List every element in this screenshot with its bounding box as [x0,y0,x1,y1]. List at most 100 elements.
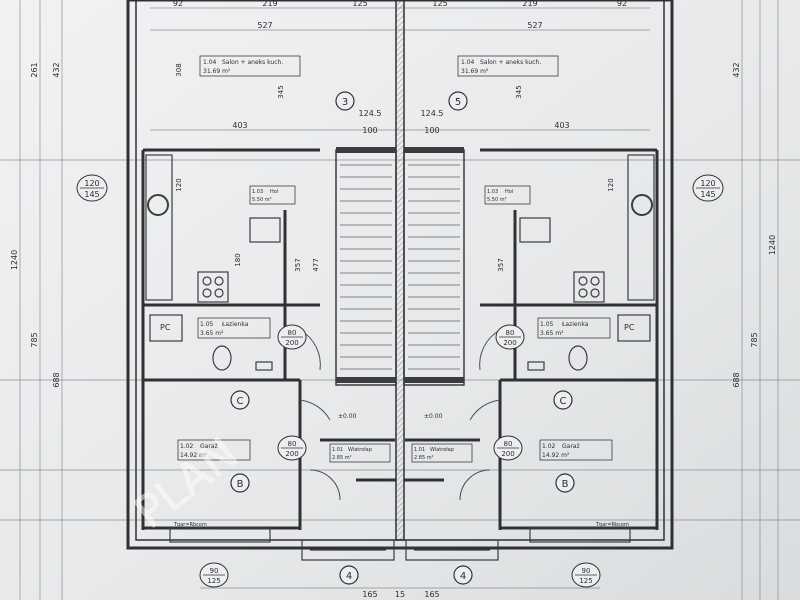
room-wiatrolap-right-area: 2.85 m² [414,455,434,461]
dim-left-4: 785 [30,332,39,347]
window-bottom-left-width: 90 [210,567,219,575]
axis-label-c-left: C [237,396,244,407]
dim-h-7: 357 [497,258,505,271]
axis-bubble-5 [448,91,468,111]
dim-stair-left: 124.5 [359,109,382,118]
dim-right-4: 688 [732,372,741,387]
dim-right-3: 785 [750,332,759,347]
axis-bubble-c-right [553,390,573,410]
dim-right-1: 432 [732,62,741,77]
axis-labels: 3 5 C C B B 4 4 [237,97,569,582]
room-salon-left-name: Salon + aneks kuch. [222,59,283,66]
room-wiatrolap-right-name: Wiatrołap [430,447,454,453]
dim-inner-right: 403 [554,121,569,130]
room-hall-right-area: 5.50 m² [487,197,507,203]
room-wc-left-code: 1.05 [200,321,214,328]
gate-label-right: Tgar=Rbcom [595,522,629,528]
room-tags [177,55,613,463]
door-mid-right-height: 200 [503,339,516,347]
dim-inner-left: 403 [232,121,247,130]
dim-h-2: 120 [175,178,183,191]
axis-label-4-left: 4 [346,571,352,582]
axis-label-5: 5 [455,97,461,108]
axis-markers [230,91,575,585]
entrance-steps [169,527,631,561]
dimension-text-group: 92 219 125 125 219 92 527 527 403 403 12… [10,0,777,599]
dim-stair-mid-right: 100 [424,126,439,135]
dim-right-2: 1240 [768,235,777,255]
door-mid-left-height: 200 [285,339,298,347]
room-wiatrolap-left-code: 1.01 [332,447,343,453]
dim-stair-mid-left: 100 [362,126,377,135]
room-hall-right-name: Hol [505,189,513,195]
axis-label-b-left: B [237,479,244,490]
dim-bottom-2: 15 [395,590,405,599]
window-bottom-left-height: 125 [207,577,220,585]
room-salon-right-code: 1.04 [461,59,475,66]
axis-bubble-b-right [555,473,575,493]
room-hall-right-code: 1.03 [487,189,498,195]
room-salon-left-area: 31.69 m² [203,68,231,75]
room-garage-right-name: Garaż [562,443,580,450]
opening-text-group: 120 145 120 145 80 200 80 200 80 200 80 … [84,179,715,585]
elevation-left: ±0.00 [338,413,357,420]
dim-left-2: 432 [52,62,61,77]
dim-top-1: 92 [173,0,183,8]
dim-stair-right: 124.5 [421,109,444,118]
dim-top-6: 92 [617,0,627,8]
gate-label-left: Tgar=Rbcom [173,522,207,528]
room-wc-left-area: 3.65 m² [200,330,224,337]
dim-h-4: 345 [277,85,285,98]
room-garage-right-code: 1.02 [542,443,556,450]
room-wc-right-area: 3.65 m² [540,330,564,337]
room-wc-left-name: Łazienka [221,321,249,328]
dim-left-1: 261 [30,62,39,77]
room-salon-right-area: 31.69 m² [461,68,489,75]
pc-label-left: PC [160,323,171,332]
room-hall-left-area: 5.50 m² [252,197,272,203]
dim-h-8: 120 [607,178,615,191]
dim-h-5: 477 [312,258,320,271]
room-wc-right-code: 1.05 [540,321,554,328]
stairs [335,147,465,386]
stair-treads [340,164,460,370]
axis-bubble-c-left [230,390,250,410]
room-garage-left-name: Garaż [200,443,218,450]
axis-bubble-4-left [339,565,359,585]
party-wall [395,0,405,541]
room-garage-left-code: 1.02 [180,443,194,450]
door-mid-right-width: 80 [506,329,515,337]
dim-top-5: 219 [522,0,537,8]
window-left-height: 145 [84,190,99,199]
dim-bottom-1: 165 [362,590,377,599]
door-swings [299,329,501,501]
room-wc-right-name: Łazienka [561,321,589,328]
axis-label-3: 3 [342,97,348,108]
axis-label-4-right: 4 [460,571,466,582]
room-wiatrolap-right-code: 1.01 [414,447,425,453]
room-salon-right-name: Salon + aneks kuch. [480,59,541,66]
room-wiatrolap-left-name: Wiatrołap [348,447,372,453]
door-low-left-height: 200 [285,450,298,458]
room-hall-left-code: 1.03 [252,189,263,195]
dim-bottom-3: 165 [424,590,439,599]
opening-fraction-lines [80,187,720,576]
axis-bubble-b-left [230,473,250,493]
dim-width-left: 527 [257,21,272,30]
pc-label-right: PC [624,323,635,332]
window-bottom-right-width: 90 [582,567,591,575]
room-wiatrolap-left-area: 2.85 m² [332,455,352,461]
room-hall-left-name: Hol [270,189,278,195]
axis-bubble-4-right [453,565,473,585]
axis-label-c-right: C [560,396,567,407]
door-low-right-height: 200 [501,450,514,458]
dim-h-3: 180 [234,253,242,266]
window-bottom-right-height: 125 [579,577,592,585]
door-low-left-width: 80 [288,440,297,448]
dim-top-4: 125 [432,0,447,8]
window-right-width: 120 [700,179,715,188]
door-low-right-width: 80 [504,440,513,448]
door-mid-left-width: 80 [288,329,297,337]
